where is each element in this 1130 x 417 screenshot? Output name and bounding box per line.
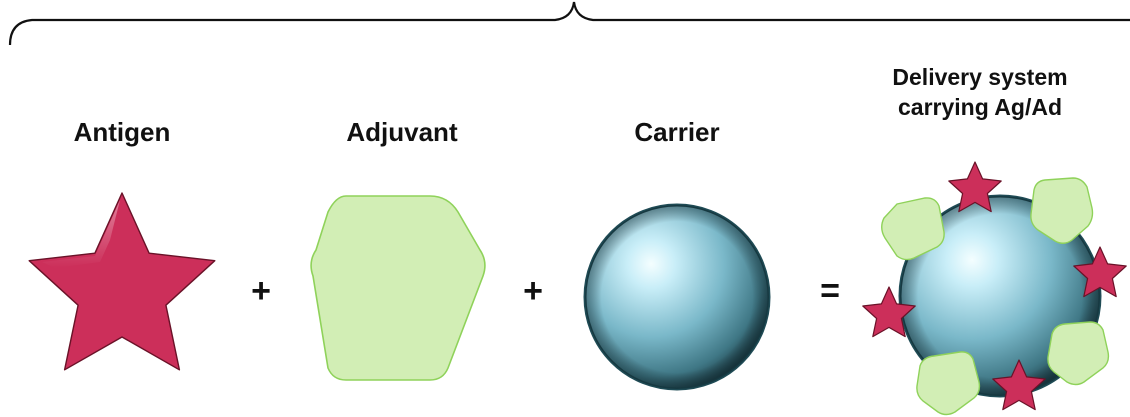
antigen-bit-icon (862, 286, 916, 338)
antigen-star-icon (28, 192, 216, 371)
antigen-bit-icon (1073, 246, 1127, 298)
carrier-sphere-icon (583, 203, 771, 391)
antigen-label: Antigen (73, 117, 171, 147)
adjuvant-bit-icon (916, 351, 981, 416)
adjuvant-bit-icon (1047, 321, 1110, 386)
antigen-bit-icon (948, 161, 1002, 213)
adjuvant-bit-icon (1030, 177, 1094, 244)
equals-operator: = (820, 272, 840, 310)
antigen-bit-icon (992, 359, 1046, 411)
adjuvant-label: Adjuvant (346, 117, 458, 147)
adjuvant-bit-icon (881, 197, 945, 261)
adjuvant-shape-icon (310, 195, 486, 381)
grouping-brace (8, 1, 1130, 46)
delivery-system-label-line2: carrying Ag/Ad (897, 94, 1062, 120)
delivery-system-icon (862, 161, 1127, 416)
plus-operator: + (251, 272, 271, 310)
plus-operator: + (523, 272, 543, 310)
carrier-label: Carrier (634, 117, 720, 147)
delivery-system-label-line1: Delivery system (892, 64, 1068, 90)
